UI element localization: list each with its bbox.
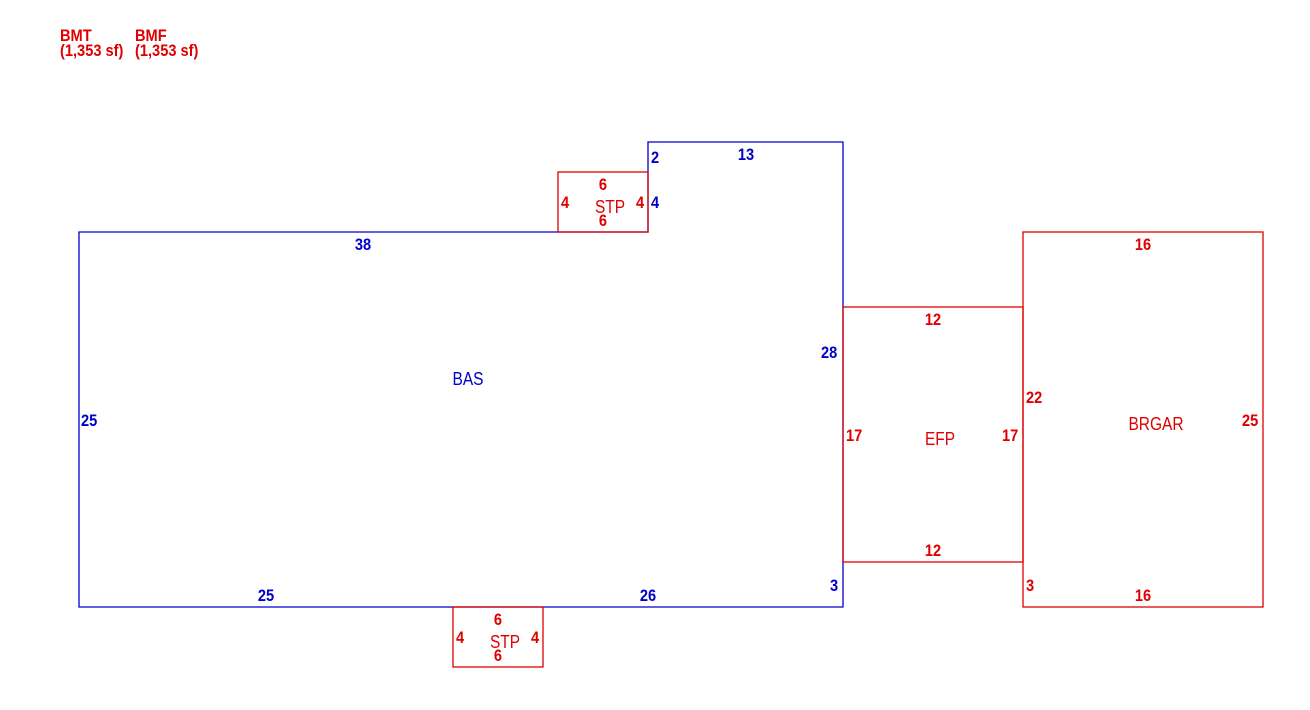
stp-bottom-dim-bottom: 6 bbox=[493, 646, 503, 665]
bas-dim-notch-top: 13 bbox=[737, 145, 755, 164]
legend-bmt-area: (1,353 sf) bbox=[60, 41, 124, 60]
efp-dim-bottom: 12 bbox=[924, 541, 942, 560]
stp-top-dim-top: 6 bbox=[598, 175, 608, 194]
stp-top-dim-bottom: 6 bbox=[598, 211, 608, 230]
efp-dim-top: 12 bbox=[924, 310, 942, 329]
bas-dim-left: 25 bbox=[81, 411, 98, 430]
legend-bmt-code: BMT bbox=[60, 26, 92, 45]
legend-bmf-code: BMF bbox=[135, 26, 167, 45]
bas-dim-bottom-left: 25 bbox=[257, 586, 275, 605]
bas-dim-bottom-right: 26 bbox=[639, 586, 657, 605]
brgar-dim-left-bottom: 3 bbox=[1026, 576, 1035, 595]
stp-bottom-dim-top: 6 bbox=[493, 610, 503, 629]
stp-top-label: STP bbox=[594, 197, 626, 217]
bas-dim-notch-right: 4 bbox=[651, 193, 660, 212]
brgar-outline bbox=[1022, 231, 1264, 608]
bas-dim-top-left: 38 bbox=[354, 235, 372, 254]
efp-dim-left: 17 bbox=[846, 426, 863, 445]
stp-bottom-dim-left: 4 bbox=[456, 628, 465, 647]
bas-dim-right: 28 bbox=[821, 343, 838, 362]
bas-label: BAS bbox=[452, 369, 484, 389]
bas-dim-notch-left: 2 bbox=[651, 148, 660, 167]
brgar-dim-bottom: 16 bbox=[1134, 586, 1152, 605]
stp-bottom-label: STP bbox=[489, 632, 521, 652]
stp-top-dim-right: 4 bbox=[636, 193, 645, 212]
brgar-dim-top: 16 bbox=[1134, 235, 1152, 254]
bas-dim-right-bottom: 3 bbox=[830, 576, 839, 595]
legend-bmf-area: (1,353 sf) bbox=[135, 41, 199, 60]
stp-bottom-outline bbox=[452, 606, 544, 668]
stp-top-outline bbox=[557, 171, 649, 233]
stp-top-dim-left: 4 bbox=[561, 193, 570, 212]
stp-bottom-dim-right: 4 bbox=[531, 628, 540, 647]
efp-dim-right: 17 bbox=[1002, 426, 1019, 445]
brgar-dim-left: 22 bbox=[1026, 388, 1043, 407]
efp-label: EFP bbox=[924, 429, 956, 449]
brgar-label: BRGAR bbox=[1128, 414, 1184, 434]
brgar-dim-right: 25 bbox=[1242, 411, 1259, 430]
